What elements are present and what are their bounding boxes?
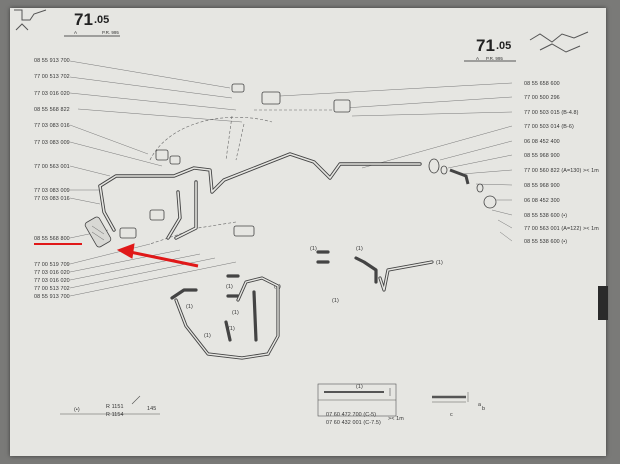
part-label: 77 00 563 001 (A=122) >< 1m [524,226,599,232]
part-label: 77 00 513 702 [34,286,70,292]
qty-callout: (1) [332,298,339,304]
table-cut: >< 1m [388,416,404,422]
legend-model-2: R 1154 [106,412,124,418]
header-code-pr-right: P.R. 995 [486,56,503,61]
leader-lines [69,60,513,297]
qty-callout: (1) [186,304,193,310]
part-label: 77 03 016 020 [34,270,70,276]
part-label: 77 00 503 015 (B-4.8) [524,110,579,116]
qty-callout: (1) [204,333,211,339]
page-subnumber: .05 [94,14,110,26]
lower-tube-assembly-inner [175,261,433,359]
page-subnumber-right: .05 [496,40,512,52]
dim-b: b [482,406,486,412]
clip-part [261,91,281,105]
guide-lines [149,109,340,245]
qty-callout: (1) [436,260,443,266]
table-row-1: 07 60 472 700 (C-5) [326,412,377,418]
part-label: 77 03 016 020 [34,91,70,97]
page-number: 71 [74,10,93,29]
table-row-2: 07 60 432 001 (C-7.5) [326,420,381,426]
lower-tube-assembly [170,250,434,360]
part-label: 77 00 513 702 [34,74,70,80]
table-qty: (1) [356,384,363,390]
header-code-a: A [74,30,78,35]
part-label: 06 08 452 300 [524,198,560,204]
clip-part [119,227,137,239]
part-label: 08 55 913 700 [34,58,70,64]
connector-fitting [483,195,497,209]
part-label: 77 03 083 016 [34,196,70,202]
dim-c: c [450,412,453,418]
part-label: 08 55 968 900 [524,153,560,159]
connector-fitting [428,158,440,174]
dim-a: a [478,402,482,408]
part-label: 77 00 563 001 [34,164,70,170]
legend-model-1: R 1151 [106,404,124,410]
header-code-pr: P.R. 995 [102,30,119,35]
highlighted-part-label: 08 55 568 800 [34,236,70,242]
corner-logo-graphic [15,23,29,31]
connector-fitting [440,165,448,175]
qty-callout: (1) [226,284,233,290]
clip-part [169,155,181,165]
part-label: 08 55 538 600 (•) [524,239,568,245]
clip-part [233,225,255,237]
part-label: 77 00 560 822 (A=130) >< 1m [524,168,599,174]
qty-callout: (1) [356,246,363,252]
part-label: 77 03 083 009 [34,140,70,146]
clip-part [155,149,169,161]
tube-dimension-sketch [432,392,469,403]
part-label: 77 03 083 016 [34,123,70,129]
part-label: 77 00 519 709 [34,262,70,268]
qty-callout: (1) [232,310,239,316]
part-label: 08 55 568 822 [34,107,70,113]
part-label: 08 55 658 600 [524,81,560,87]
part-label: 77 00 500 296 [524,95,560,101]
connector-fitting [476,183,484,193]
corner-logo-graphic [539,43,581,53]
clip-part [333,99,351,113]
main-fuel-line-inner [99,153,421,239]
legend-page-ref: 145 [147,406,157,412]
page-number-right: 71 [476,36,495,55]
header-code-a-right: A [476,56,480,61]
clips [119,83,351,239]
qty-callout: (1) [228,326,235,332]
clip-part [231,83,245,93]
part-label: 77 03 016 020 [34,278,70,284]
dimension-table [317,383,397,417]
part-label: 08 55 968 900 [524,183,560,189]
clip-part [149,209,165,221]
part-label: 08 55 913 700 [34,294,70,300]
part-label: 77 00 503 014 (B-6) [524,124,574,130]
legend-slash [131,395,141,405]
part-label: 06 08 452 400 [524,139,560,145]
parts-catalog-page: 71 .05 A P.R. 995 71 .05 A P.R. 995 08 5… [10,8,606,456]
corner-logo-graphic [14,9,47,21]
fittings [428,158,497,209]
fuel-filter-part [84,216,112,248]
red-arrow [116,243,199,268]
part-label: 77 03 083 009 [34,188,70,194]
page-index-tab [598,286,608,320]
part-label: 08 55 538 600 (•) [524,213,568,219]
legend-bullet: (•) [74,407,80,413]
hose-part [449,168,470,185]
qty-callout: (1) [310,246,317,252]
corner-logo-graphic [529,31,589,43]
